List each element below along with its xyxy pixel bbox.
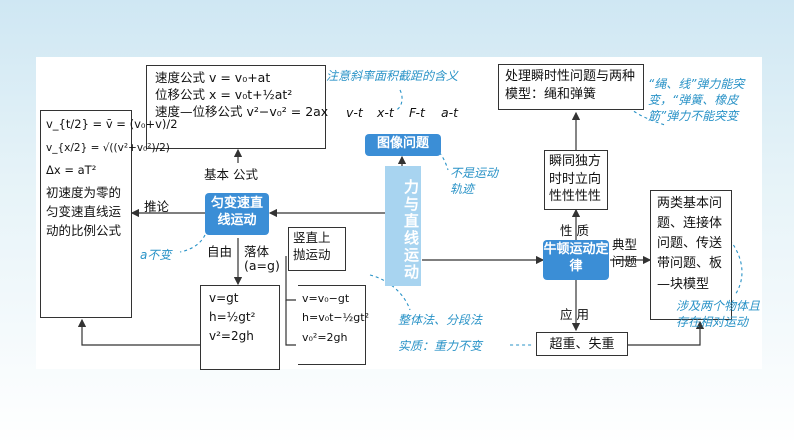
axis-vt: v-t — [346, 105, 363, 120]
displacement-formula: 位移公式 x = v₀t+½at² — [155, 86, 293, 102]
free-fall-box: v=gt h=½gt² v²=2gh — [200, 285, 280, 370]
free-h: h=½gt² — [209, 310, 256, 325]
axis-ft: F-t — [409, 105, 425, 120]
axis-at: a-t — [441, 105, 459, 120]
delta-x-formula: Δx = aT² — [46, 162, 97, 177]
apply-label: 应 用 — [560, 307, 589, 322]
slope-area-note: 注意斜率面积截距的含义 — [326, 69, 459, 83]
relative-motion-note: 涉及两个物体且存在相对运动 — [676, 299, 761, 330]
velocity-displacement-formula: 速度—位移公式 v²−v₀² = 2ax — [155, 103, 329, 119]
whole-segment-note: 整体法、分段法 — [398, 313, 483, 327]
essence-note: 实质：重力不变 — [398, 339, 483, 353]
ratio-formula-text: 初速度为零的匀变速直线运动的比例公式 — [46, 185, 122, 238]
inference-label: 推论 — [144, 199, 170, 214]
nature-label: 性 质 — [560, 223, 589, 238]
axis-xt: x-t — [377, 105, 394, 120]
vert-v: v=v₀−gt — [302, 292, 350, 305]
graph-problem-node: 图像问题 — [365, 134, 441, 156]
basic-formula-label: 基本 公式 — [204, 167, 258, 182]
not-trajectory-note: 不是运动轨迹 — [450, 166, 499, 197]
two-problems-box: 两类基本问题、连接体问题、传送带问题、板—块模型 — [650, 190, 732, 320]
basic-formulas-box: 速度公式 v = v₀+at 位移公式 x = v₀t+½at² 速度—位移公式… — [146, 65, 329, 149]
free-fall-label: 自由 — [207, 244, 233, 259]
velocity-formula: 速度公式 v = v₀+at — [155, 70, 271, 85]
overweight-box: 超重、失重 — [536, 332, 628, 356]
vertical-formulas-box: v=v₀−gt h=v₀t−½gt² v₀²=2gh — [298, 285, 370, 365]
vert-v2: v₀²=2gh — [302, 330, 348, 344]
vertical-throw-box: 竖直上抛运动 — [288, 227, 346, 271]
rope-spring-note: “绳、线”弹力能突变，“弹簧、橡皮筋”弹力不能突变 — [648, 77, 745, 124]
free-fall-label2: 落体 — [244, 244, 270, 259]
free-v: v=gt — [209, 291, 239, 305]
mean-velocity-formula: v_{t/2} = v̄ = (v₀+v)/2 — [46, 117, 178, 131]
free-v2: v²=2gh — [209, 329, 254, 344]
transient-problem-box: 处理瞬时性问题与两种模型：绳和弹簧 — [498, 64, 644, 110]
inference-box: v_{t/2} = v̄ = (v₀+v)/2 v_{x/2} = √((v²+… — [40, 110, 178, 318]
uniform-motion-node: 匀变速直线运动 — [205, 193, 269, 235]
mid-position-velocity-formula: v_{x/2} = √((v²+v₀²)/2) — [46, 141, 170, 154]
free-fall-condition: (a=g) — [244, 258, 280, 273]
a-constant-note: a不变 — [140, 248, 172, 262]
typical-problem-label: 典型问题 — [612, 237, 638, 269]
vert-h: h=v₀t−½gt² — [302, 311, 370, 325]
center-topic: 力与直线运动 — [385, 166, 421, 286]
instant-properties-box: 瞬同独方时时立向性性性性 — [544, 150, 608, 210]
newton-law-node: 牛顿运动定律 — [543, 240, 609, 280]
